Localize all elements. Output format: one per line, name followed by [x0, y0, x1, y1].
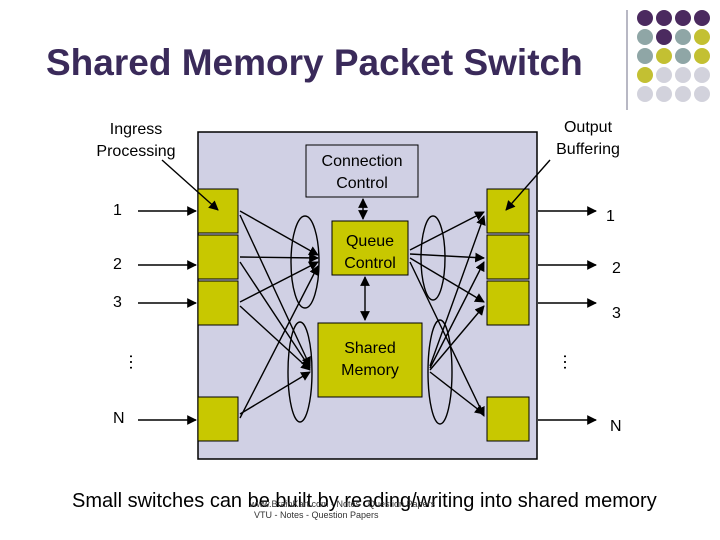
input-buffer-1	[197, 188, 239, 234]
decor-dot	[694, 86, 710, 102]
decor-dot	[637, 29, 653, 45]
footer-line-1: www.BrainKart.com - Notes - Question Pap…	[250, 499, 436, 509]
output-port-3: 3	[612, 305, 621, 322]
ingress-pointer-arrow	[161, 159, 219, 211]
decor-dot	[656, 10, 672, 26]
input-buffer-3	[197, 280, 239, 326]
queue-label-line1: Queue	[345, 233, 395, 250]
decor-dot	[675, 86, 691, 102]
output-buffer-n	[486, 396, 530, 442]
output-buffer-2	[486, 234, 530, 280]
mem-line-2	[239, 261, 311, 369]
title-divider	[626, 10, 628, 110]
output-label-line2: Buffering	[556, 141, 620, 158]
shared-label-line1: Shared	[344, 340, 396, 357]
input-port-1: 1	[113, 202, 122, 219]
decor-dot	[675, 29, 691, 45]
read-group-ellipse	[420, 215, 446, 301]
decor-dot	[637, 67, 653, 83]
mem-line-3	[239, 305, 311, 371]
out-line-1	[429, 215, 486, 367]
output-buffer-3	[486, 280, 530, 326]
write-line-3	[239, 261, 319, 303]
decor-dot	[656, 48, 672, 64]
output-buffering-label: Output Buffering	[540, 117, 636, 161]
caption: Small switches can be built by reading/w…	[72, 490, 657, 512]
ingress-label-line2: Processing	[96, 143, 176, 160]
queue-control-box	[331, 220, 409, 276]
queue-control-label: Queue Control	[332, 231, 408, 275]
mem-out-group-ellipse	[427, 319, 453, 425]
decor-dot	[656, 86, 672, 102]
out-line-n	[429, 371, 485, 415]
output-label-line1: Output	[563, 119, 613, 136]
mem-line-n	[239, 371, 311, 415]
decor-dot	[637, 10, 653, 26]
input-port-2: 2	[113, 256, 122, 273]
decor-dot	[694, 29, 710, 45]
read-line-n	[409, 261, 485, 417]
decor-dot	[694, 10, 710, 26]
footer-line-2: VTU - Notes - Question Papers	[254, 510, 379, 520]
decor-dot	[637, 86, 653, 102]
write-line-2	[239, 252, 319, 263]
input-ellipsis: …	[126, 353, 146, 371]
output-port-n: N	[610, 418, 622, 435]
decor-dot	[694, 48, 710, 64]
read-line-3	[409, 257, 485, 303]
decor-dot	[675, 48, 691, 64]
output-pointer-arrow	[505, 159, 551, 211]
ingress-label-line1: Ingress	[109, 121, 163, 138]
output-port-2: 2	[612, 260, 621, 277]
connection-label-line2: Control	[336, 175, 388, 192]
output-ellipsis: …	[560, 353, 580, 371]
connection-control-label: Connection Control	[306, 151, 418, 195]
shared-memory-box	[317, 322, 423, 398]
input-buffer-n	[197, 396, 239, 442]
ingress-processing-label: Ingress Processing	[88, 119, 184, 163]
mem-line-1	[239, 214, 311, 367]
decor-dot	[694, 67, 710, 83]
decor-dot	[675, 67, 691, 83]
decor-dot	[675, 10, 691, 26]
queue-label-line2: Control	[344, 255, 396, 272]
shared-label-line2: Memory	[341, 362, 399, 379]
read-line-2	[409, 252, 485, 263]
decor-dot	[656, 29, 672, 45]
output-buffer-1	[486, 188, 530, 234]
output-port-1: 1	[606, 208, 615, 225]
input-port-3: 3	[113, 294, 122, 311]
input-buffer-2	[197, 234, 239, 280]
decor-dot	[656, 67, 672, 83]
shared-memory-label: Shared Memory	[318, 338, 422, 382]
page-title: Shared Memory Packet Switch	[46, 42, 583, 83]
write-group-ellipse	[290, 215, 320, 309]
connection-control-box	[305, 144, 419, 198]
decor-dot	[637, 48, 653, 64]
input-port-n: N	[113, 410, 125, 427]
write-line-1	[239, 210, 319, 256]
mem-in-group-ellipse	[287, 321, 313, 423]
out-line-3	[429, 305, 485, 371]
connection-label-line1: Connection	[321, 153, 403, 170]
out-line-2	[429, 261, 485, 369]
